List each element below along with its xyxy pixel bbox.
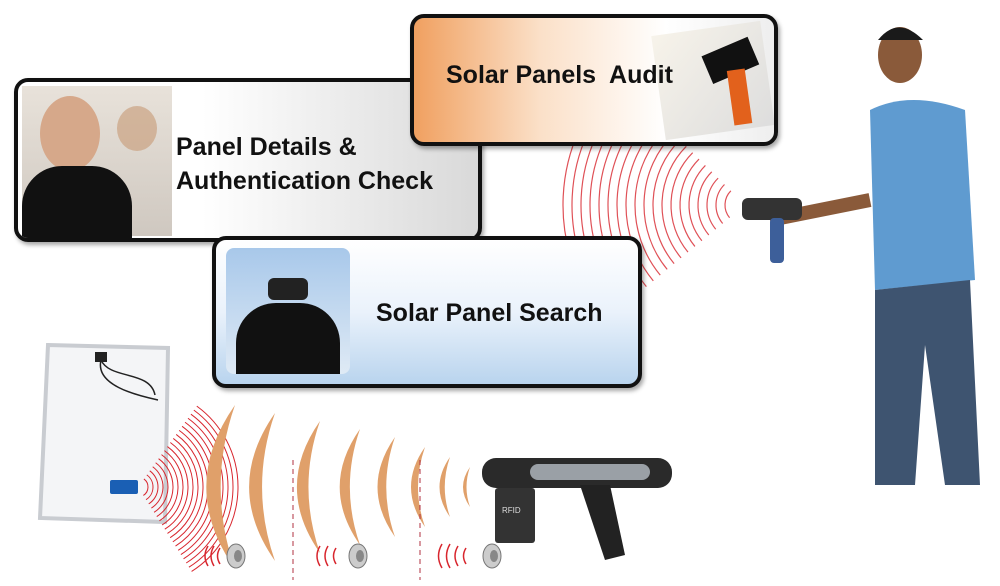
reader-signal-waves bbox=[206, 405, 470, 569]
card-title: Panel Details & Authentication Check bbox=[176, 130, 433, 198]
wave-arc bbox=[724, 190, 732, 219]
speaker-icon bbox=[348, 543, 368, 569]
photo-binoculars bbox=[226, 248, 350, 374]
card-title: Solar Panels Audit bbox=[446, 61, 673, 89]
wave-arc bbox=[652, 139, 681, 265]
tag-signal-waves bbox=[143, 405, 239, 572]
card-title-line: Panel Details & bbox=[176, 133, 357, 161]
wave-arc bbox=[161, 450, 184, 526]
signal-crescent bbox=[377, 437, 395, 537]
person-with-scanner bbox=[742, 27, 980, 485]
card-solar-panels-audit[interactable]: Solar Panels Audit bbox=[410, 14, 778, 146]
card-panel-details[interactable]: Panel Details & Authentication Check bbox=[14, 78, 482, 242]
wave-arc bbox=[688, 164, 706, 242]
wave-arc bbox=[167, 442, 194, 534]
reader-label: RFID bbox=[502, 506, 521, 515]
rfid-tag bbox=[110, 480, 138, 494]
signal-crescent bbox=[463, 467, 470, 507]
wave-arc bbox=[715, 184, 725, 224]
card-title-line: Authentication Check bbox=[176, 167, 433, 195]
signal-crescent bbox=[206, 405, 235, 569]
solar-panel bbox=[37, 342, 171, 525]
wave-arc bbox=[172, 434, 204, 543]
wave-arc bbox=[183, 417, 224, 560]
wave-arc bbox=[706, 177, 719, 230]
rfid-reader bbox=[482, 458, 672, 560]
wave-arc bbox=[169, 438, 199, 539]
wave-arc bbox=[697, 171, 713, 236]
speaker-icon bbox=[482, 543, 502, 569]
wave-arc bbox=[191, 405, 239, 572]
wave-arc bbox=[643, 133, 675, 270]
signal-crescent bbox=[249, 413, 275, 561]
wave-arc bbox=[188, 409, 234, 568]
wave-arc bbox=[156, 458, 174, 517]
card-title: Solar Panel Search bbox=[376, 299, 603, 327]
wave-arc bbox=[148, 470, 159, 505]
card-solar-panel-search[interactable]: Solar Panel Search bbox=[212, 236, 642, 388]
sound-waves bbox=[204, 543, 467, 569]
wave-arc bbox=[679, 158, 700, 247]
wave-arc bbox=[670, 152, 694, 253]
wave-arc bbox=[145, 474, 154, 501]
signal-crescent bbox=[296, 421, 320, 553]
signal-crescent bbox=[439, 457, 450, 517]
wave-arc bbox=[661, 145, 687, 259]
wave-arc bbox=[151, 466, 164, 509]
photo-business-people bbox=[22, 86, 172, 238]
wave-arc bbox=[143, 478, 149, 496]
wave-arc bbox=[164, 446, 189, 530]
speaker-icon bbox=[226, 543, 246, 569]
signal-crescent bbox=[411, 447, 425, 527]
wave-arc bbox=[153, 462, 169, 513]
wave-arc bbox=[185, 413, 229, 564]
signal-crescent bbox=[339, 429, 360, 545]
wave-arc bbox=[159, 454, 179, 522]
